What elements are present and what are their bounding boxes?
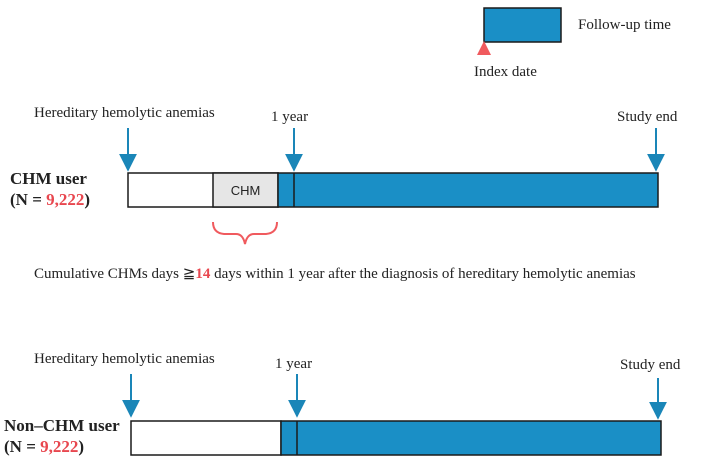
index-date-marker-icon — [477, 41, 491, 55]
nonchm-user-n-value: 9,222 — [40, 437, 79, 457]
chm-user-group-label: CHM user (N = 9,222) — [10, 168, 90, 211]
cumulative-days-note: Cumulative CHMs days ≧14 days within 1 y… — [34, 266, 636, 282]
chm-user-followup-bar — [277, 172, 659, 208]
chm-start-label: Hereditary hemolytic anemias — [34, 105, 215, 121]
chm-box — [212, 172, 279, 208]
chm-user-n-value: 9,222 — [46, 190, 85, 210]
legend-index-label: Index date — [474, 64, 537, 80]
nonchm-user-count: (N = 9,222) — [4, 437, 85, 457]
legend-followup-swatch — [483, 7, 562, 43]
nonchm-end-label: Study end — [620, 357, 681, 373]
nonchm-user-pre-period — [130, 420, 282, 456]
nonchm-user-title: Non–CHM user — [4, 416, 120, 435]
nonchm-user-followup-bar — [280, 420, 662, 456]
chm-box-label: CHM — [231, 183, 261, 198]
chm-end-label: Study end — [617, 109, 678, 125]
chm-year-label: 1 year — [271, 109, 309, 125]
cumulative-days-value: 14 — [195, 266, 211, 282]
nonchm-user-group-label: Non–CHM user (N = 9,222) — [4, 415, 120, 458]
chm-window-brace — [212, 221, 278, 245]
chm-user-title: CHM user — [10, 169, 87, 188]
nonchm-year-label: 1 year — [275, 356, 313, 372]
legend-followup-label: Follow-up time — [578, 17, 671, 33]
nonchm-start-label: Hereditary hemolytic anemias — [34, 351, 215, 367]
chm-user-count: (N = 9,222) — [10, 190, 91, 210]
